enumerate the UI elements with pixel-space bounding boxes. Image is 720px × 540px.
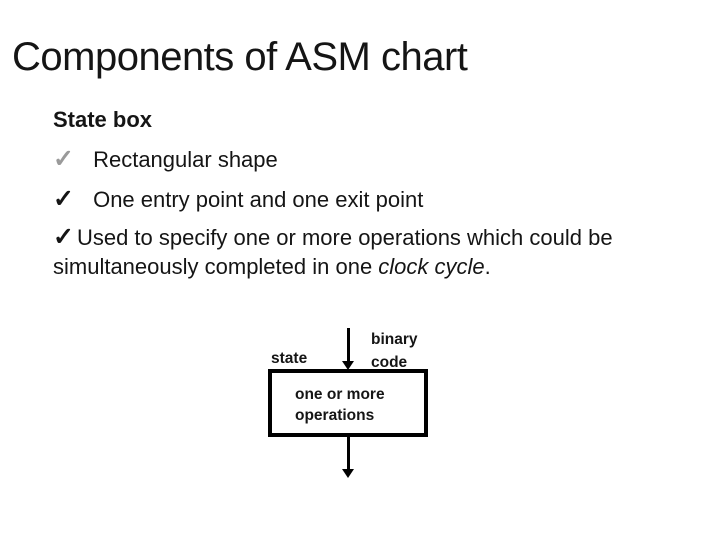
bullet-text-italic: clock cycle	[378, 254, 485, 279]
section-heading: State box	[53, 107, 153, 132]
bullet-text: Rectangular shape	[93, 147, 278, 172]
binary-code-label: binary code	[371, 328, 418, 374]
state-box: one or more operations	[268, 369, 428, 437]
entry-arrowhead-icon	[342, 361, 354, 370]
state-label: state	[271, 350, 308, 367]
state-box-text-line1: one or more	[295, 386, 385, 403]
bullet-text: One entry point and one exit point	[93, 187, 424, 212]
bullet-text-suffix: .	[484, 254, 491, 279]
entry-arrow-line	[347, 328, 350, 363]
slide-body: State box ✓ Rectangular shape ✓ One entr…	[53, 106, 667, 281]
bullet-used-to-specify: ✓Used to specify one or more operations …	[53, 223, 667, 281]
check-icon: ✓	[53, 145, 74, 173]
binary-code-label-line2: code	[371, 354, 408, 371]
check-icon: ✓	[53, 185, 74, 213]
bullet-rectangular-shape: ✓ Rectangular shape	[53, 145, 667, 174]
check-icon: ✓	[53, 223, 74, 251]
exit-arrow-line	[347, 437, 350, 471]
binary-code-label-line1: binary	[371, 331, 418, 348]
bullet-text: Used to specify one or more operations w…	[53, 225, 613, 279]
bullet-entry-exit-point: ✓ One entry point and one exit point	[53, 185, 667, 214]
state-box-text-line2: operations	[295, 407, 375, 424]
exit-arrowhead-icon	[342, 469, 354, 478]
slide-title: Components of ASM chart	[12, 35, 468, 79]
